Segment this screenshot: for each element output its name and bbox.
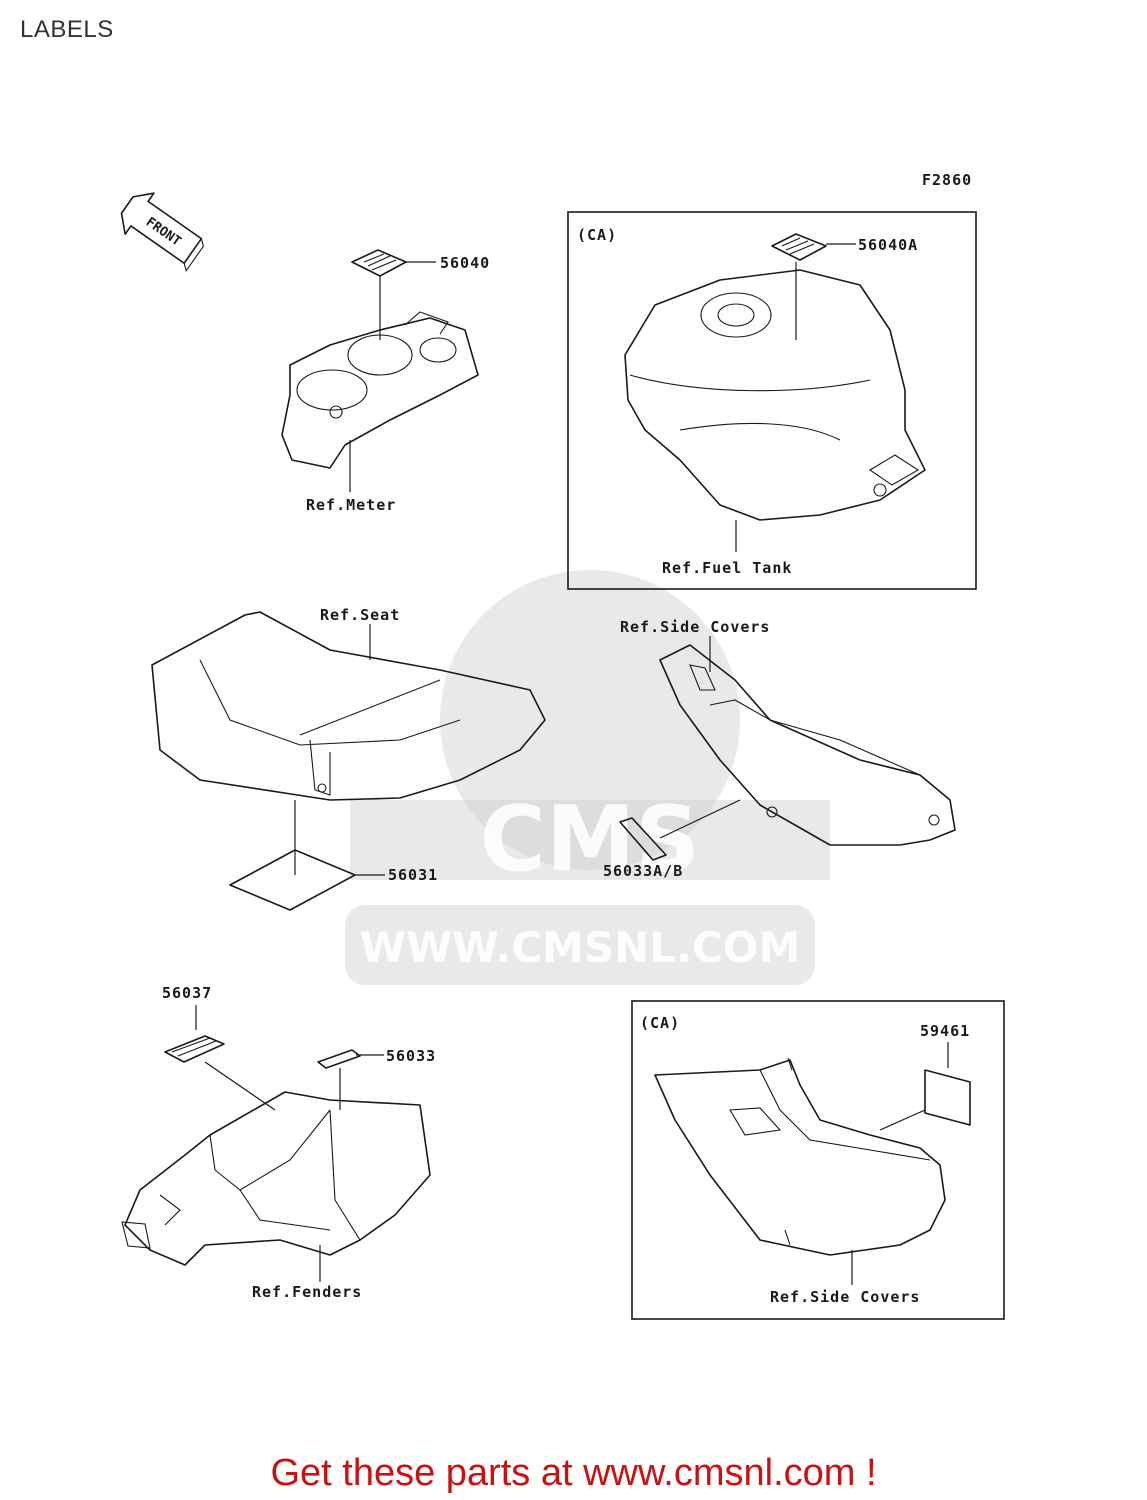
part-number-56033AB: 56033A/B <box>603 862 683 880</box>
ref-fenders-label: Ref.Fenders <box>252 1283 362 1301</box>
parts-diagram: CMS WWW.CMSNL.COM F2860 FRONT 56040 Ref.… <box>120 171 1005 1320</box>
ref-side-covers-label-2: Ref.Side Covers <box>770 1288 920 1306</box>
part-number-56033: 56033 <box>386 1047 436 1065</box>
part-number-56040A: 56040A <box>858 236 918 254</box>
seat <box>151 611 546 801</box>
side-cover-right <box>659 644 956 846</box>
part-number-56031: 56031 <box>388 866 438 884</box>
front-arrow-label: FRONT <box>143 215 184 250</box>
panel-region-label: (CA) <box>577 226 617 244</box>
part-number-56040: 56040 <box>440 254 490 272</box>
label-56037 <box>164 1035 225 1063</box>
watermark-logo: CMS <box>480 787 700 892</box>
label-56033 <box>317 1049 361 1069</box>
front-arrow-icon: FRONT <box>120 192 205 273</box>
ref-seat-label: Ref.Seat <box>320 606 400 624</box>
watermark-url: WWW.CMSNL.COM <box>360 923 801 972</box>
ca-panel-fuel-tank <box>567 211 977 590</box>
fender <box>121 1091 431 1266</box>
fuel-tank <box>624 233 926 521</box>
ref-fuel-tank-label: Ref.Fuel Tank <box>662 559 792 577</box>
part-number-56037: 56037 <box>162 984 212 1002</box>
promo-link[interactable]: Get these parts at www.cmsnl.com ! <box>270 1452 877 1494</box>
panel-region-label-2: (CA) <box>640 1014 680 1032</box>
ref-side-covers-label: Ref.Side Covers <box>620 618 770 636</box>
side-cover-left <box>654 1057 946 1256</box>
page-title: LABELS <box>20 16 114 43</box>
promo-banner: Get these parts at www.cmsnl.com ! <box>0 1452 1147 1495</box>
ref-meter-label: Ref.Meter <box>306 496 396 514</box>
ca-panel-side-covers <box>631 1000 1005 1320</box>
label-59461 <box>924 1069 971 1126</box>
figure-code: F2860 <box>922 171 972 189</box>
meter-housing <box>281 249 479 469</box>
label-56033AB <box>619 817 667 861</box>
part-number-59461: 59461 <box>920 1022 970 1040</box>
label-56031 <box>229 849 356 911</box>
watermark: CMS WWW.CMSNL.COM <box>345 570 830 985</box>
